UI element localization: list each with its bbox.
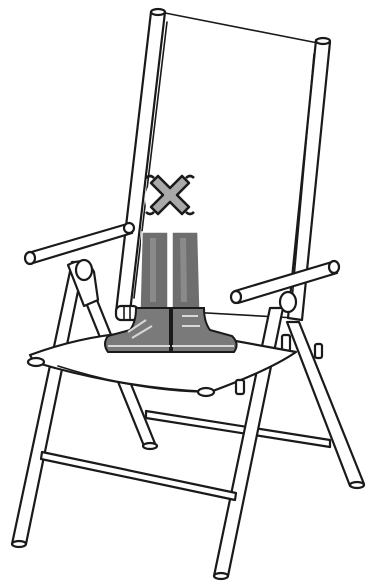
chair-right-armrest	[231, 261, 339, 312]
standing-person-legs	[140, 232, 200, 308]
prohibited-x-icon	[145, 174, 195, 224]
